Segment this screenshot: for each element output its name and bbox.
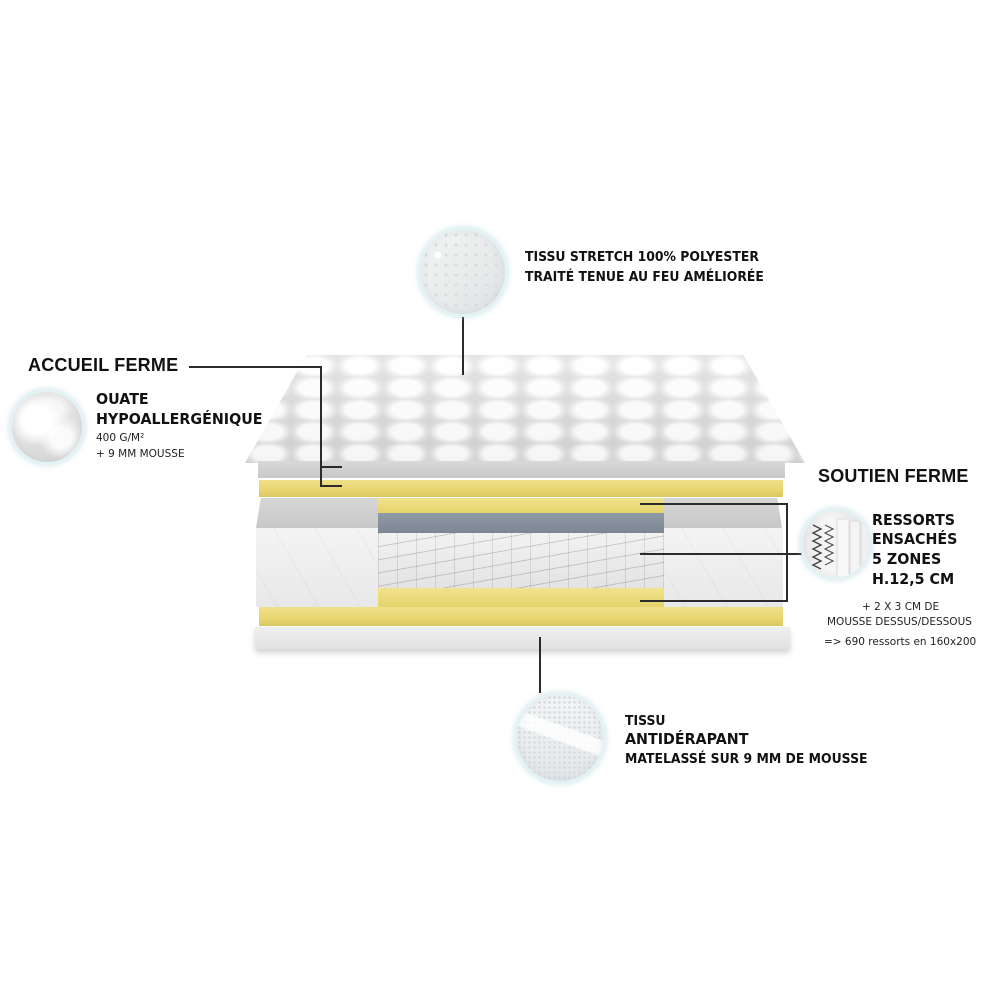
top-callout-line1: TISSU STRETCH 100% POLYESTER <box>525 249 759 265</box>
soutien-ferme-heading: SOUTIEN FERME <box>818 466 969 486</box>
left-callout-title2: HYPOALLERGÉNIQUE <box>96 410 263 428</box>
right-callout-title3: 5 ZONES <box>872 550 942 568</box>
comfort-foam-top-layer <box>259 480 783 497</box>
right-callout-detail3: => 690 ressorts en 160x200 <box>824 636 977 648</box>
soutien-tick-middle <box>640 553 802 555</box>
bottom-callout-title1: TISSU <box>625 713 666 729</box>
bottom-callout-title2: ANTIDÉRAPANT <box>625 730 749 748</box>
core-foam-top <box>378 498 664 513</box>
bottom-callout-detail: MATELASSÉ SUR 9 MM DE MOUSSE <box>625 751 868 767</box>
right-callout-detail1: + 2 X 3 CM DE <box>862 601 940 613</box>
pocket-springs <box>378 533 664 588</box>
soutien-bracket-vertical <box>786 503 788 602</box>
top-callout-line2: TRAITÉ TENUE AU FEU AMÉLIORÉE <box>525 269 764 285</box>
accueil-leader-horizontal <box>189 366 321 368</box>
left-foam-block-side <box>256 528 378 607</box>
soutien-tick-bottom <box>640 600 787 602</box>
fabric-texture-circle-icon <box>418 227 508 317</box>
right-callout-title4: H.12,5 CM <box>872 570 955 588</box>
core-foam-bottom <box>378 588 664 607</box>
right-foam-block-side <box>664 528 783 607</box>
accueil-ferme-heading: ACCUEIL FERME <box>28 355 179 375</box>
soutien-tick-top <box>640 503 787 505</box>
quilted-top-layer <box>245 355 805 463</box>
wadding-gray-layer <box>258 461 785 478</box>
right-callout-title1: RESSORTS <box>872 511 956 529</box>
left-callout-detail1: 400 G/M² <box>96 432 145 444</box>
bottom-leader-line <box>539 637 541 693</box>
comfort-foam-bottom-layer <box>259 607 783 626</box>
non-slip-bottom-layer <box>255 627 790 649</box>
right-callout-detail2: MOUSSE DESSUS/DESSOUS <box>827 616 972 628</box>
accueil-leader-vertical <box>320 366 322 486</box>
cotton-wadding-circle-icon <box>9 389 85 465</box>
top-leader-line <box>462 312 464 375</box>
left-callout-title1: OUATE <box>96 390 149 408</box>
accueil-tick-yellow <box>320 485 342 487</box>
left-callout-detail2: + 9 MM MOUSSE <box>96 448 185 460</box>
quilted-top-shading <box>245 355 805 463</box>
pocket-springs-circle-icon <box>800 508 872 580</box>
accueil-tick-gray <box>320 466 342 468</box>
left-foam-block-top <box>256 498 378 528</box>
right-callout-title2: ENSACHÉS <box>872 530 958 548</box>
spring-coil-icon <box>811 518 869 577</box>
non-slip-fabric-circle-icon <box>514 692 606 784</box>
core-gray-band <box>378 513 664 533</box>
